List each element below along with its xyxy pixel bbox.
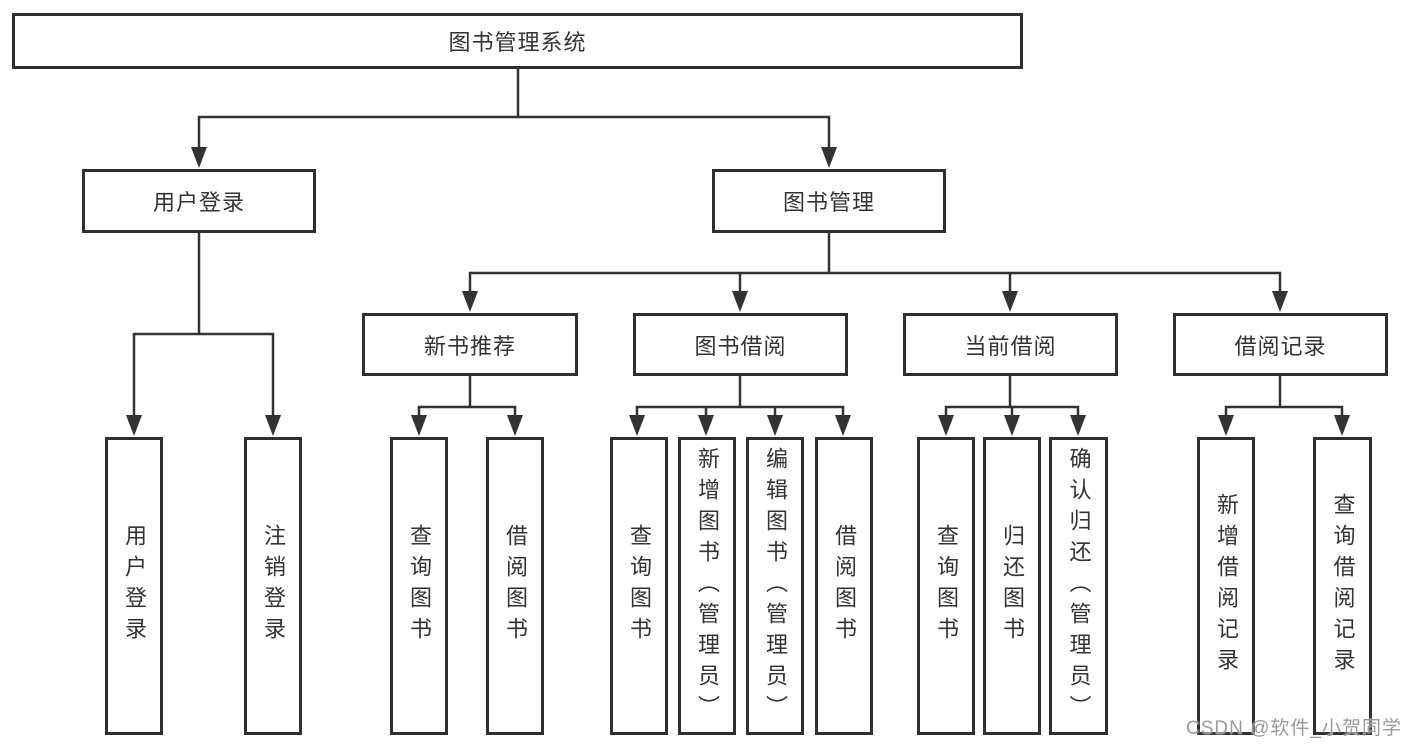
leaf-user-login-label: 用户登录 [122,524,147,648]
arrow-down-icon [265,415,281,436]
leaf-confirm-return-admin-label: 确认归还（管理员） [1066,446,1092,726]
arrow-down-icon [1218,415,1234,436]
node-book-management-branch: 图书管理 [712,169,946,233]
arrow-down-icon [191,147,207,168]
arrow-down-icon [1002,291,1018,312]
arrow-down-icon [507,415,523,436]
arrow-down-icon [411,415,427,436]
leaf-user-login: 用户登录 [105,437,163,735]
arrow-down-icon [821,147,837,168]
arrow-down-icon [1334,415,1350,436]
node-book-borrow: 图书借阅 [633,313,848,376]
leaf-edit-book-admin-label: 编辑图书（管理员） [763,446,788,726]
node-user-login-label: 用户登录 [152,190,245,215]
arrow-down-icon [462,291,478,312]
arrow-down-icon [767,415,783,436]
watermark: CSDN @软件_小贺同学 [1186,718,1402,739]
arrow-down-icon [1070,415,1086,436]
node-book-borrow-label: 图书借阅 [694,333,787,359]
leaf-add-book-admin-label: 新增图书（管理员） [695,446,720,726]
leaf-query-books-current-label: 查询图书 [934,524,959,648]
leaf-borrow-books: 借阅图书 [815,437,873,735]
leaf-edit-book-admin: 编辑图书（管理员） [746,437,804,735]
arrow-down-icon [732,291,748,312]
node-user-login-branch: 用户登录 [82,169,316,233]
node-root: 图书管理系统 [12,13,1023,69]
node-borrow-records: 借阅记录 [1173,313,1388,376]
node-borrow-records-label: 借阅记录 [1234,333,1327,359]
leaf-add-borrow-record-label: 新增借阅记录 [1214,493,1239,679]
node-new-book-recommend: 新书推荐 [362,313,578,376]
node-root-label: 图书管理系统 [448,30,587,55]
leaf-query-books-current: 查询图书 [917,437,975,735]
leaf-query-books-borrow-label: 查询图书 [627,524,652,648]
leaf-return-book: 归还图书 [983,437,1041,735]
leaf-query-books-recommend: 查询图书 [390,437,448,735]
leaf-add-borrow-record: 新增借阅记录 [1197,437,1255,735]
arrow-down-icon [938,415,954,436]
leaf-borrow-books-recommend-label: 借阅图书 [503,524,528,648]
node-current-borrow-label: 当前借阅 [964,333,1057,359]
node-current-borrow: 当前借阅 [903,313,1118,376]
node-new-book-recommend-label: 新书推荐 [423,333,516,359]
leaf-borrow-books-recommend: 借阅图书 [486,437,544,735]
arrow-down-icon [698,415,714,436]
leaf-return-book-label: 归还图书 [1000,524,1025,648]
arrow-down-icon [126,415,142,436]
leaf-query-books-recommend-label: 查询图书 [407,524,432,648]
leaf-add-book-admin: 新增图书（管理员） [678,437,736,735]
leaf-query-borrow-record-label: 查询借阅记录 [1330,493,1356,679]
arrow-down-icon [629,415,645,436]
node-book-management-label: 图书管理 [782,190,875,215]
arrow-down-icon [1004,415,1020,436]
arrow-down-icon [1272,291,1288,312]
leaf-logout-label: 注销登录 [261,524,286,648]
leaf-query-books-borrow: 查询图书 [610,437,668,735]
leaf-query-borrow-record: 查询借阅记录 [1313,437,1372,735]
leaf-confirm-return-admin: 确认归还（管理员） [1049,437,1108,735]
leaf-logout: 注销登录 [244,437,302,735]
leaf-borrow-books-label: 借阅图书 [832,524,857,648]
arrow-down-icon [835,415,851,436]
